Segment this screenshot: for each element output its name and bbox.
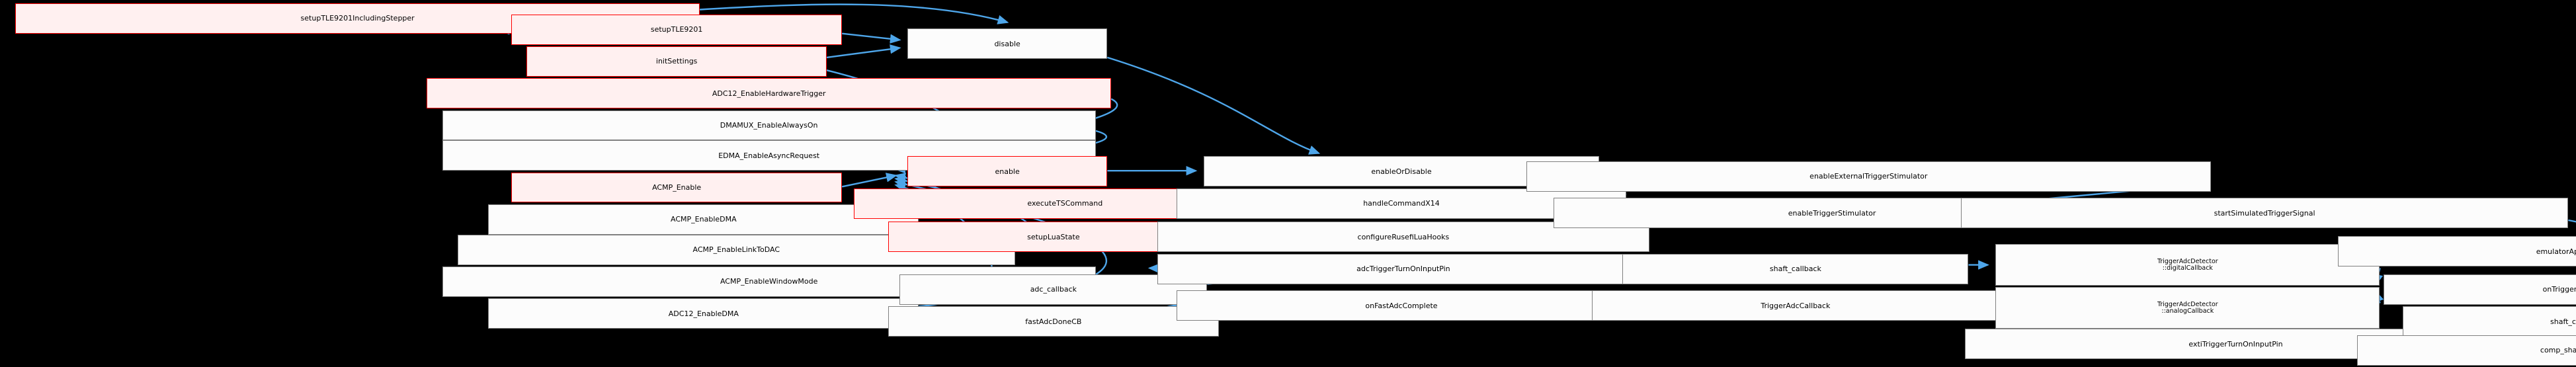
graph-edge-n6-to-n12 [841, 173, 897, 188]
graph-node-label: ACMP_EnableLinkToDAC [692, 245, 780, 255]
graph-node-n22[interactable]: enableExternalTriggerStimulator [1526, 161, 2211, 192]
graph-node-n12[interactable]: enable [907, 156, 1108, 187]
graph-node-label: handleCommandX14 [1363, 199, 1440, 208]
graph-node-n1[interactable]: setupTLE9201 [511, 14, 843, 45]
graph-node-label: adc_callback [1030, 285, 1077, 294]
graph-node-label: ACMP_Enable [652, 183, 702, 192]
graph-edge-n2-to-n11 [826, 44, 901, 59]
graph-node-n16[interactable]: fastAdcDoneCB [888, 306, 1219, 337]
graph-node-label: configureRusefiLuaHooks [1357, 232, 1450, 241]
graph-node-n26[interactable]: startSimulatedTriggerSignal [1960, 198, 2569, 229]
graph-node-n33[interactable]: comp_shaft_callback [2356, 335, 2576, 366]
graph-node-label: setupLuaState [1027, 232, 1080, 241]
graph-node-label: initSettings [655, 57, 698, 66]
graph-node-n28[interactable]: TriggerAdcDetector::analogCallback [1995, 287, 2380, 329]
graph-node-label: shaft_callback [2550, 317, 2576, 326]
graph-node-label: ::analogCallback [2161, 307, 2214, 315]
graph-node-label: fastAdcDoneCB [1025, 317, 1082, 326]
graph-node-n24[interactable]: shaft_callback [1622, 253, 1969, 284]
graph-node-n11[interactable]: disable [907, 28, 1108, 60]
graph-node-label: EDMA_EnableAsyncRequest [718, 151, 820, 160]
graph-node-n2[interactable]: initSettings [526, 46, 827, 77]
graph-node-label: TriggerAdcDetector [2157, 301, 2218, 309]
graph-node-label: TriggerAdcDetector [2157, 258, 2218, 266]
graph-node-label: disable [994, 39, 1020, 48]
graph-node-label: TriggerAdcCallback [1761, 301, 1831, 310]
graph-node-label: setupTLE9201IncludingStepper [300, 14, 415, 23]
graph-node-n20[interactable]: adcTriggerTurnOnInputPin [1157, 253, 1649, 284]
graph-node-label: ::digitalCallback [2162, 264, 2213, 272]
graph-node-label: startSimulatedTriggerSignal [2214, 208, 2315, 218]
graph-node-label: ADC12_EnableHardwareTrigger [712, 89, 826, 98]
graph-edge-n0-to-n11 [699, 3, 1009, 24]
graph-node-label: ADC12_EnableDMA [668, 309, 739, 318]
graph-node-n15[interactable]: adc_callback [899, 274, 1208, 305]
graph-node-label: onFastAdcComplete [1365, 301, 1438, 310]
graph-node-n32[interactable]: shaft_callback [2403, 306, 2576, 337]
graph-edge-n1-to-n11 [841, 32, 901, 44]
graph-node-n25[interactable]: TriggerAdcCallback [1591, 290, 1999, 321]
graph-node-label: enableExternalTriggerStimulator [1809, 172, 1928, 181]
graph-node-n6[interactable]: ACMP_Enable [511, 172, 843, 203]
graph-node-n27[interactable]: TriggerAdcDetector::digitalCallback [1995, 244, 2380, 286]
graph-node-n7[interactable]: ACMP_EnableDMA [488, 204, 919, 235]
graph-node-label: enableOrDisable [1371, 167, 1432, 176]
graph-node-label: DMAMUX_EnableAlwaysOn [720, 120, 818, 130]
graph-node-label: shaft_callback [1769, 265, 1821, 274]
graph-node-label: ACMP_EnableWindowMode [720, 277, 818, 286]
graph-node-label: adcTriggerTurnOnInputPin [1356, 265, 1450, 274]
graph-node-n31[interactable]: onTriggerChanged [2384, 274, 2576, 305]
graph-node-label: emulatorApplyPinState [2536, 247, 2576, 256]
graph-node-n21[interactable]: onFastAdcComplete [1176, 290, 1627, 321]
graph-node-n3[interactable]: ADC12_EnableHardwareTrigger [427, 78, 1112, 109]
graph-node-label: ACMP_EnableDMA [671, 215, 737, 224]
graph-node-label: executeTSCommand [1027, 199, 1103, 208]
graph-node-label: onTriggerChanged [2542, 285, 2576, 294]
graph-node-label: enableTriggerStimulator [1788, 208, 1876, 218]
graph-node-n4[interactable]: DMAMUX_EnableAlwaysOn [442, 110, 1096, 141]
graph-node-label: comp_shaft_callback [2540, 346, 2576, 355]
graph-node-n10[interactable]: ADC12_EnableDMA [488, 298, 919, 329]
graph-node-label: extiTriggerTurnOnInputPin [2188, 339, 2283, 348]
graph-node-label: enable [995, 167, 1020, 176]
graph-node-label: setupTLE9201 [650, 25, 703, 34]
graph-edge-n11-to-n17 [1106, 56, 1321, 155]
graph-node-n30[interactable]: emulatorApplyPinState [2337, 236, 2576, 266]
